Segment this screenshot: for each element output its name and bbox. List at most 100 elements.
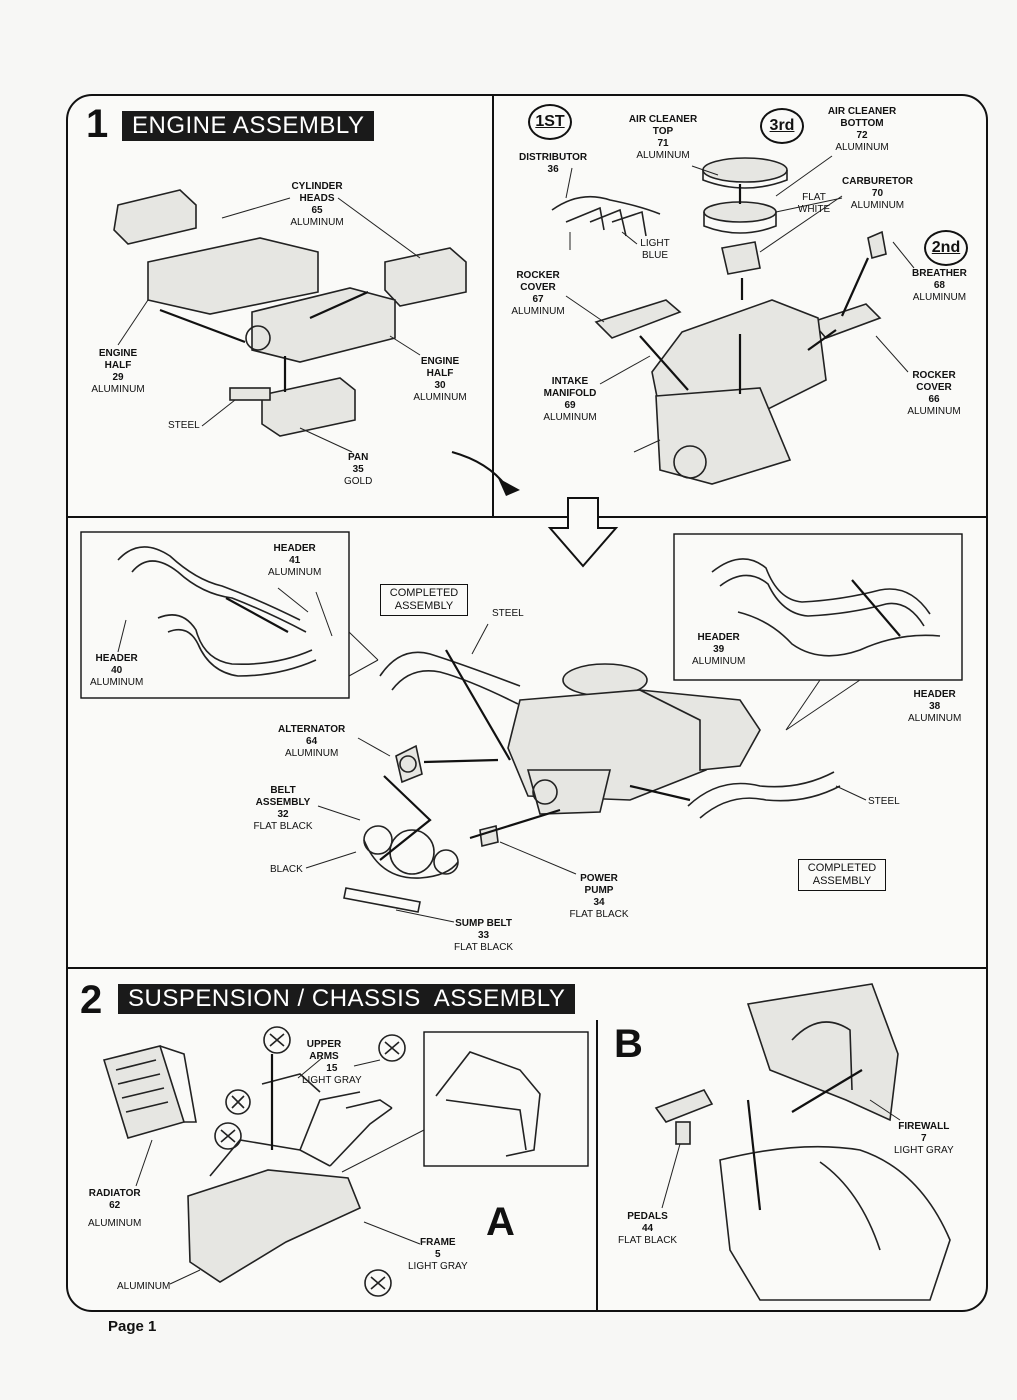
- label-engine-half-30-name: ENGINE HALF: [420, 356, 460, 379]
- label-alternator-num: 64: [306, 736, 318, 747]
- label-cylinder-heads: CYLINDER HEADS 65 ALUMINUM: [282, 181, 352, 229]
- label-alternator: ALTERNATOR 64 ALUMINUM: [278, 724, 345, 760]
- label-firewall-color: LIGHT GRAY: [894, 1145, 954, 1156]
- label-air-cleaner-top: AIR CLEANER TOP 71 ALUMINUM: [620, 114, 706, 162]
- label-frame-name: FRAME: [420, 1237, 456, 1248]
- label-header-41: HEADER 41 ALUMINUM: [268, 543, 321, 579]
- label-upper-arms: UPPER ARMS 15 LIGHT GRAY: [302, 1039, 362, 1087]
- label-breather-color: ALUMINUM: [912, 292, 967, 303]
- label-intake-manifold-num: 69: [564, 400, 576, 411]
- label-alternator-color: ALUMINUM: [284, 748, 339, 759]
- step1-right-leaders: [565, 155, 915, 394]
- completed-engine-drawing: [379, 651, 841, 819]
- label-header-40-color: ALUMINUM: [90, 677, 144, 688]
- label-steel-step1: STEEL: [168, 420, 200, 431]
- label-header-40-num: 40: [111, 665, 123, 676]
- label-air-cleaner-bottom-num: 72: [856, 130, 868, 141]
- label-header-39-name: HEADER: [697, 632, 740, 643]
- label-header-41-name: HEADER: [273, 543, 316, 554]
- order-mark-third: 3rd: [760, 108, 804, 144]
- detail-inset-a: [341, 1031, 589, 1173]
- label-engine-half-29: ENGINE HALF 29 ALUMINUM: [88, 348, 148, 396]
- label-header-40: HEADER 40 ALUMINUM: [90, 653, 143, 689]
- label-power-pump-num: 34: [593, 897, 605, 908]
- label-pedals: PEDALS 44 FLAT BLACK: [618, 1211, 677, 1247]
- engine-block-drawing: [633, 299, 827, 485]
- page-number: Page 1: [108, 1318, 157, 1335]
- label-pan-color: GOLD: [344, 476, 373, 487]
- label-rocker-cover-66-num: 66: [928, 394, 940, 405]
- label-sump-belt-color: FLAT BLACK: [454, 942, 514, 953]
- label-frame: FRAME 5 LIGHT GRAY: [408, 1237, 468, 1273]
- label-air-cleaner-top-name: AIR CLEANER TOP: [628, 114, 698, 137]
- label-firewall: FIREWALL 7 LIGHT GRAY: [894, 1121, 954, 1157]
- label-distributor-num: 36: [547, 164, 559, 175]
- label-cylinder-heads-color: ALUMINUM: [290, 217, 344, 228]
- label-air-cleaner-top-num: 71: [657, 138, 669, 149]
- divider-step1-bottom: [67, 516, 987, 518]
- down-arrow-drawing: [547, 497, 619, 568]
- divider-step2-top: [67, 967, 987, 969]
- completed-assembly-box-top: COMPLETED ASSEMBLY: [380, 584, 468, 616]
- step-1-number: 1: [86, 102, 109, 146]
- left-inset-box: [80, 531, 379, 699]
- label-engine-half-29-name: ENGINE HALF: [98, 348, 138, 371]
- label-black: BLACK: [270, 864, 303, 875]
- label-pan-name: PAN: [347, 452, 369, 463]
- label-rocker-cover-66: ROCKER COVER 66 ALUMINUM: [906, 370, 962, 418]
- detail-letter-b: B: [614, 1022, 643, 1066]
- label-cylinder-heads-num: 65: [311, 205, 323, 216]
- pan-drawing: [229, 377, 356, 437]
- label-belt-assembly-num: 32: [277, 809, 289, 820]
- cylinder-heads-drawing: [113, 189, 467, 307]
- order-mark-first: 1ST: [528, 104, 572, 140]
- frame-drawing: [187, 1073, 393, 1283]
- label-air-cleaner-bottom-name: AIR CLEANER BOTTOM: [827, 106, 897, 129]
- label-engine-half-29-color: ALUMINUM: [91, 384, 145, 395]
- label-upper-arms-color: LIGHT GRAY: [302, 1075, 362, 1086]
- label-aluminum-bottom: ALUMINUM: [117, 1281, 171, 1292]
- label-flat-white-text: FLAT WHITE: [797, 192, 831, 215]
- step-1-title: ENGINE ASSEMBLY: [122, 111, 375, 141]
- rocker-cover-67-drawing: [594, 299, 682, 339]
- alternator-drawing: [395, 744, 423, 784]
- divider-step1-middle: [492, 95, 494, 517]
- label-radiator-color: ALUMINUM: [88, 1218, 142, 1229]
- label-engine-half-29-num: 29: [112, 372, 124, 383]
- label-breather-num: 68: [933, 280, 945, 291]
- label-air-cleaner-bottom: AIR CLEANER BOTTOM 72 ALUMINUM: [808, 106, 916, 154]
- label-cylinder-heads-name: CYLINDER HEADS: [291, 181, 343, 204]
- label-header-38-name: HEADER: [913, 689, 956, 700]
- label-distributor-name: DISTRIBUTOR: [519, 152, 588, 163]
- label-carburetor: CARBURETOR 70 ALUMINUM: [842, 176, 913, 212]
- label-light-blue: LIGHT BLUE: [636, 238, 674, 262]
- label-upper-arms-name: UPPER ARMS: [306, 1039, 342, 1062]
- label-carburetor-color: ALUMINUM: [850, 200, 905, 211]
- label-radiator-name: RADIATOR: [88, 1188, 141, 1199]
- rocker-cover-66-drawing: [810, 303, 882, 339]
- label-sump-belt-name: SUMP BELT: [455, 918, 512, 929]
- completed-assembly-top-text: COMPLETED ASSEMBLY: [389, 587, 459, 612]
- label-rocker-cover-67-name: ROCKER COVER: [516, 270, 560, 293]
- label-rocker-cover-66-name: ROCKER COVER: [912, 370, 956, 393]
- label-header-38-color: ALUMINUM: [908, 713, 962, 724]
- order-mark-first-text: 1ST: [535, 113, 565, 130]
- belt-assembly-drawing: [343, 825, 499, 913]
- label-pedals-color: FLAT BLACK: [618, 1235, 678, 1246]
- label-header-40-name: HEADER: [95, 653, 138, 664]
- label-frame-num: 5: [435, 1249, 441, 1260]
- label-rocker-cover-66-color: ALUMINUM: [907, 406, 961, 417]
- label-header-38-num: 38: [929, 701, 941, 712]
- label-power-pump: POWER PUMP 34 FLAT BLACK: [568, 873, 630, 921]
- label-power-pump-name: POWER PUMP: [580, 873, 618, 896]
- label-carburetor-num: 70: [871, 188, 884, 199]
- label-engine-half-30-num: 30: [434, 380, 446, 391]
- label-carburetor-name: CARBURETOR: [842, 176, 913, 187]
- label-light-blue-text: LIGHT BLUE: [640, 238, 670, 261]
- label-intake-manifold-name: INTAKE MANIFOLD: [543, 376, 597, 399]
- middle-leaders: [117, 587, 867, 923]
- label-belt-assembly: BELT ASSEMBLY 32 FLAT BLACK: [250, 785, 316, 833]
- carburetor-drawing: [721, 241, 761, 275]
- breather-drawing: [867, 230, 887, 260]
- label-pedals-num: 44: [641, 1223, 654, 1234]
